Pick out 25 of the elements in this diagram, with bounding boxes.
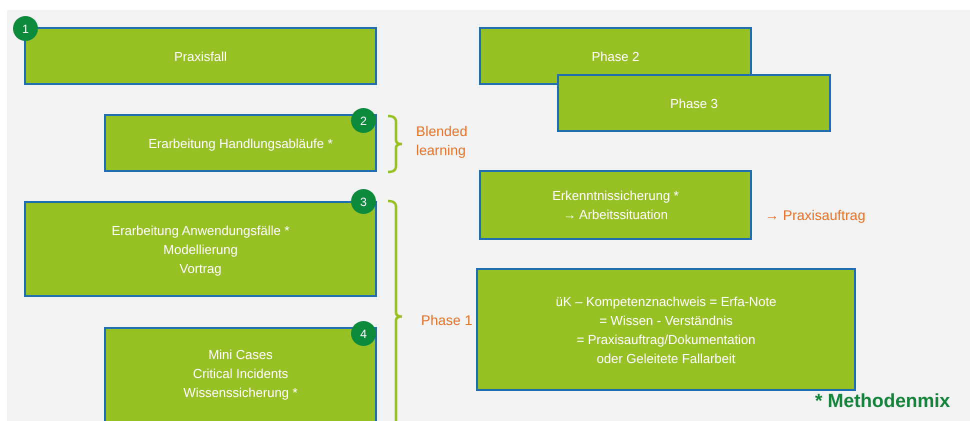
box-text: oder Geleitete Fallarbeit — [596, 350, 736, 368]
box-text: Phase 2 — [592, 48, 640, 66]
box-text: = Wissen - Verständnis — [599, 312, 733, 330]
phase-box — [557, 74, 831, 132]
side-label: → Praxisauftrag — [765, 206, 866, 225]
box-text: Erarbeitung Anwendungsfälle * — [112, 222, 290, 240]
process-box — [479, 170, 752, 240]
box-text: → Arbeitssituation — [563, 206, 668, 224]
box-text: Wissenssicherung * — [183, 384, 298, 402]
box-text: Phase 3 — [670, 94, 718, 112]
box-text: üK – Kompetenznachweis = Erfa-Note — [556, 292, 776, 310]
box-text: Erkenntnissicherung * — [552, 187, 679, 205]
side-label: Phase 1 — [421, 311, 474, 330]
footnote: * Methodenmix — [815, 392, 952, 411]
box-text: Erarbeitung Handlungsabläufe * — [148, 134, 333, 152]
process-box — [104, 327, 377, 421]
box-text: Vortrag — [180, 260, 222, 278]
assessment-box — [476, 268, 856, 391]
box-text: Praxisfall — [174, 48, 227, 66]
box-text: Mini Cases — [208, 346, 273, 364]
side-label: Blended learning — [416, 122, 468, 160]
box-text: Critical Incidents — [192, 365, 288, 383]
process-box — [104, 114, 377, 172]
box-text: Modellierung — [163, 240, 238, 258]
box-text: = Praxisauftrag/Dokumentation — [576, 330, 756, 348]
